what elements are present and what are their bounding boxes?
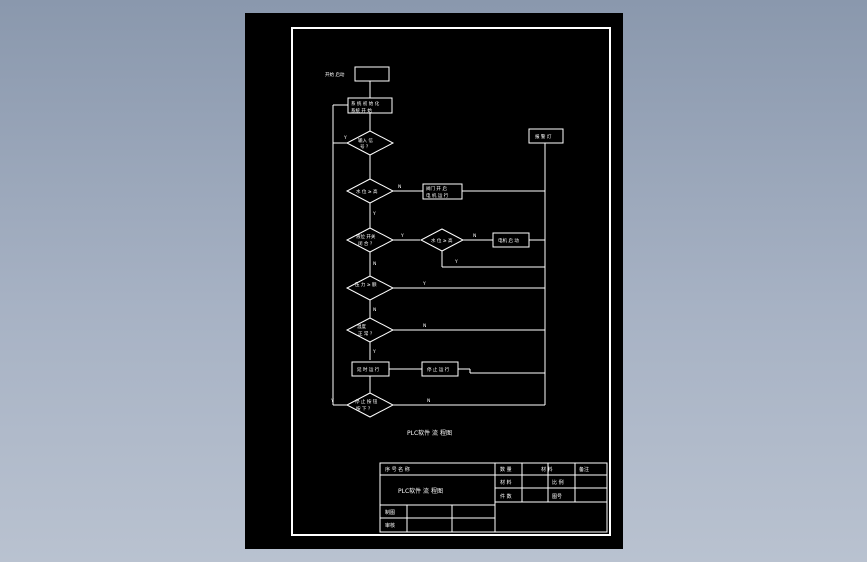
plc-flowchart-drawing: 开始 启动 系 统 初 始 化 系统 开 始 Y 输入 信 号 ？ 报 警 灯 …	[291, 27, 611, 536]
title-block-designer: 制图	[385, 509, 395, 516]
label-y: Y	[343, 135, 347, 141]
start-label: 开始 启动	[325, 71, 345, 78]
decision-d4-line1: 压 力 ≥ 额	[355, 281, 377, 288]
open-box-line2: 电 机 运 行	[426, 192, 449, 199]
label-n: N	[473, 233, 476, 239]
drawing-sheet: 开始 启动 系 统 初 始 化 系统 开 始 Y 输入 信 号 ？ 报 警 灯 …	[245, 13, 623, 549]
label-y: Y	[454, 259, 458, 265]
decision-d7	[345, 392, 395, 418]
decision-d3-line1: 液位 开关	[356, 233, 376, 240]
title-block-checker: 审核	[385, 522, 395, 529]
delay-box-label: 延 时 运 行	[357, 366, 380, 373]
label-y: Y	[422, 281, 426, 287]
decision-d5	[345, 317, 395, 343]
label-y: Y	[372, 211, 376, 217]
drawing-frame	[291, 27, 611, 536]
init-box-line2: 系统 开 始	[351, 107, 372, 114]
alarm-box	[528, 128, 564, 144]
title-block-header-3: 材 料	[541, 466, 553, 473]
decision-d7-line2: 按 下 ？	[356, 405, 372, 412]
alarm-box-label: 报 警 灯	[535, 133, 552, 140]
decision-d4	[345, 275, 395, 301]
stop-box-label: 停 止 运 行	[427, 366, 450, 373]
title-block-title: PLC软件 流 程图	[398, 487, 443, 495]
title-block	[379, 462, 608, 533]
label-y-bottom: Y	[330, 398, 334, 404]
flowchart-caption: PLC软件 流 程图	[407, 429, 452, 437]
open-box-line1: 阀门 开 启	[426, 185, 447, 192]
label-n: N	[373, 307, 376, 313]
decision-d3b-label: 水 位 ≥ 高	[431, 237, 453, 244]
label-n: N	[427, 398, 430, 404]
decision-d1-line2: 号 ？	[360, 144, 370, 150]
label-n: N	[423, 323, 426, 329]
label-y: Y	[400, 233, 404, 239]
start-box	[354, 66, 390, 82]
title-block-scale: 比 例	[552, 479, 564, 486]
title-block-material: 材 料	[500, 479, 512, 486]
decision-d1-line1: 输入 信	[358, 137, 373, 144]
title-block-header-2: 数 量	[500, 466, 512, 473]
title-block-header-1: 序 号 名 称	[385, 466, 410, 473]
title-block-drawing-no: 图号	[552, 494, 562, 500]
title-block-header-4: 备注	[579, 466, 589, 473]
label-n: N	[373, 261, 376, 267]
decision-d2-label: 水 位 ≥ 高	[356, 188, 378, 195]
motor-box-label: 电机 启 动	[498, 237, 519, 244]
label-y: Y	[372, 349, 376, 355]
decision-d5-line1: 温度	[357, 323, 366, 330]
decision-d7-line1: 停 止 按 钮	[355, 398, 378, 405]
decision-d3-line2: 闭 合 ？	[358, 240, 374, 247]
decision-d5-line2: 正 常 ？	[358, 330, 374, 337]
label-n: N	[398, 184, 401, 190]
title-block-count: 件 数	[500, 493, 512, 500]
decision-d3	[345, 227, 395, 253]
init-box-line1: 系 统 初 始 化	[351, 100, 380, 107]
